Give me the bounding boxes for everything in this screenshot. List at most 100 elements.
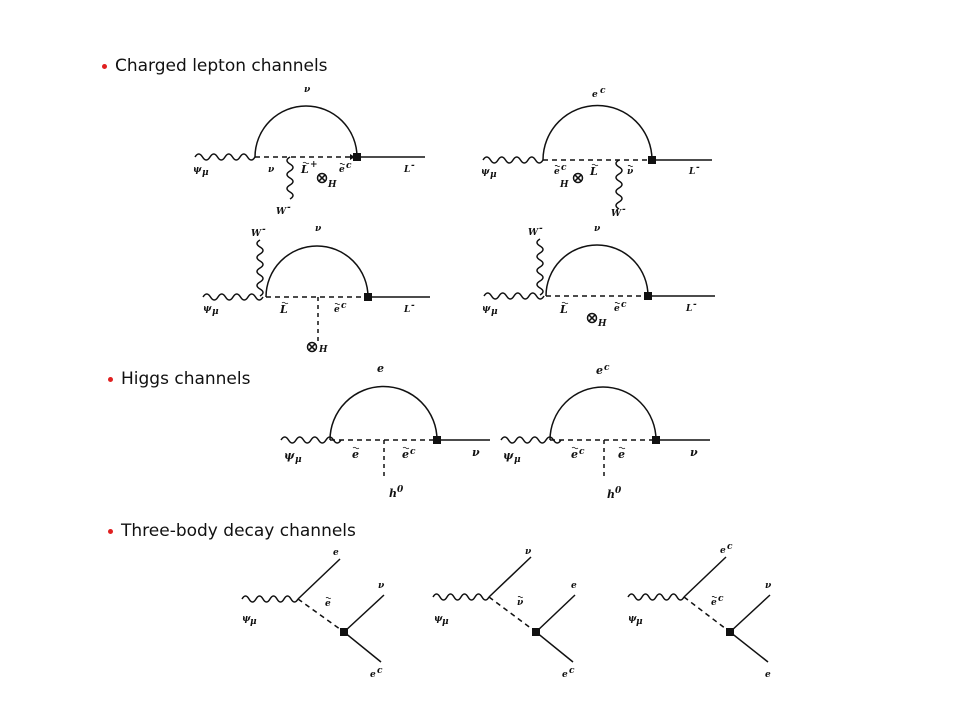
svg-text:ψ: ψ (628, 614, 637, 624)
svg-text:W: W (251, 229, 262, 239)
svg-text:c: c (718, 594, 724, 604)
diagram-charged-4-labels: ν W - ψ μ L H e c L - (482, 224, 697, 329)
svg-text:ψ: ψ (193, 165, 202, 175)
svg-text:ν: ν (472, 446, 480, 459)
svg-text:μ: μ (212, 307, 219, 317)
svg-text:e: e (571, 448, 578, 461)
fermion-up (297, 558, 341, 600)
section-three-body: Three-body decay channels (108, 521, 356, 541)
svg-text:e: e (377, 362, 384, 375)
blob-vertex (532, 628, 540, 636)
svg-text:ψ: ψ (481, 167, 490, 177)
diagram-three-body-2 (432, 556, 576, 663)
svg-text:e: e (596, 364, 603, 377)
svg-text:L: L (559, 303, 568, 316)
svg-text:c: c (727, 542, 733, 552)
photon-line (432, 593, 490, 601)
svg-text:e: e (352, 448, 359, 461)
blob-vertex (364, 293, 372, 301)
svg-text:ν: ν (268, 165, 275, 175)
svg-text:e: e (334, 305, 340, 315)
svg-text:W: W (276, 207, 287, 217)
fermion-right (343, 594, 385, 633)
svg-text:e: e (333, 548, 339, 558)
svg-text:e: e (765, 670, 771, 680)
svg-text:ψ: ψ (482, 304, 491, 314)
fermion-down (535, 631, 574, 663)
fermion-down (343, 631, 382, 663)
svg-text:h: h (607, 488, 615, 501)
loop-arc (545, 244, 649, 297)
svg-text:ν: ν (627, 167, 634, 177)
svg-text:-: - (539, 224, 543, 234)
svg-text:e: e (554, 167, 560, 177)
photon-line (483, 292, 545, 300)
svg-text:ν: ν (315, 224, 322, 234)
svg-text:-: - (411, 161, 415, 171)
diagram-higgs-1 (280, 385, 490, 480)
fermion-down (729, 631, 769, 663)
svg-text:μ: μ (202, 168, 209, 178)
svg-text:e: e (618, 448, 625, 461)
svg-text:ν: ν (765, 581, 772, 591)
svg-text:H: H (597, 319, 607, 329)
svg-text:c: c (579, 447, 585, 457)
svg-text:-: - (287, 203, 291, 213)
svg-text:ψ: ψ (284, 449, 295, 462)
svg-text:c: c (621, 300, 627, 310)
insertion-cross (572, 172, 584, 184)
loop-arc (254, 105, 358, 158)
scalar-line (488, 596, 537, 633)
tilde-accents (281, 161, 718, 599)
svg-text:0: 0 (615, 486, 622, 496)
svg-text:ν: ν (690, 446, 698, 459)
photon-line (280, 436, 342, 444)
diagram-three-body-1 (241, 558, 385, 663)
bullet-dot (108, 528, 113, 534)
svg-text:e: e (339, 165, 345, 175)
photon-line (482, 156, 544, 164)
svg-text:e: e (711, 598, 717, 608)
loop-arc (542, 104, 653, 161)
svg-text:c: c (377, 666, 383, 676)
svg-text:ν: ν (525, 547, 532, 557)
photon-line (194, 153, 256, 161)
svg-text:H: H (327, 180, 337, 190)
diagram-three-body-3-labels: e c ν e c ψ μ e (628, 542, 772, 680)
svg-text:μ: μ (514, 455, 521, 465)
svg-text:e: e (614, 304, 620, 314)
blob-vertex (726, 628, 734, 636)
svg-text:ψ: ψ (242, 614, 251, 624)
w-boson (256, 239, 264, 297)
blob-vertex (340, 628, 348, 636)
svg-text:H: H (559, 180, 569, 190)
svg-text:h: h (389, 487, 397, 500)
svg-text:ψ: ψ (503, 449, 514, 462)
svg-text:L: L (279, 303, 288, 316)
svg-text:-: - (262, 225, 266, 235)
blob-vertex (433, 436, 441, 444)
loop-arc (549, 386, 657, 441)
svg-text:ν: ν (517, 598, 524, 608)
svg-text:-: - (696, 163, 700, 173)
fermion-right (729, 594, 771, 633)
blob-vertex (648, 156, 656, 164)
fermion-right (535, 594, 576, 633)
svg-text:e: e (720, 546, 726, 556)
diagram-charged-3 (202, 239, 430, 353)
svg-text:L: L (300, 163, 309, 176)
svg-text:c: c (604, 363, 610, 373)
svg-text:e: e (402, 448, 409, 461)
svg-text:L: L (685, 304, 692, 314)
diagram-higgs-2 (500, 386, 710, 478)
blob-vertex (353, 153, 361, 161)
bullet-dot (102, 63, 107, 69)
diagram-charged-1-labels: ν ψ μ ν L + H e c L - W - (193, 85, 415, 217)
fermion-up (683, 556, 727, 598)
svg-text:L: L (688, 167, 695, 177)
scalar-line (297, 598, 345, 633)
blob-vertex (652, 436, 660, 444)
diagram-charged-2-labels: e c ψ μ e c H L ν L - W - (481, 86, 700, 219)
svg-text:W: W (611, 209, 622, 219)
